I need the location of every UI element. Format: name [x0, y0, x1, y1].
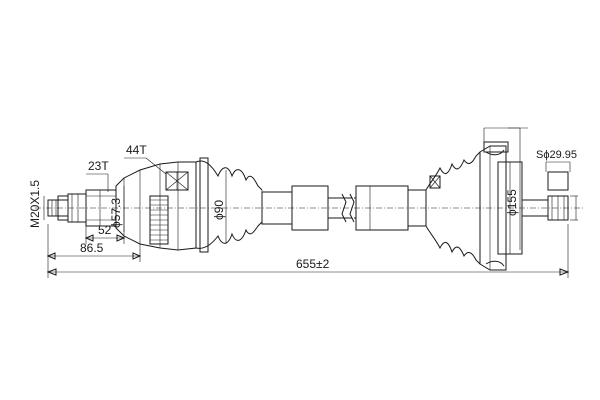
dim-52 — [84, 222, 126, 244]
inner-boot — [425, 151, 481, 265]
right-shaft — [354, 185, 427, 231]
label-stub-dia: Sϕ29.95 — [536, 149, 577, 161]
leader-23t — [86, 173, 109, 192]
label-52: 52 — [98, 223, 112, 237]
dim-flange-dia — [483, 127, 528, 250]
label-boot-dia: ϕ90 — [212, 200, 226, 220]
inner-stub — [521, 171, 569, 221]
label-thread: M20X1.5 — [28, 180, 42, 228]
label-joint-dia: ϕ57.3 — [109, 198, 123, 228]
outer-cv-joint — [115, 161, 197, 251]
abs-ring — [149, 195, 169, 245]
outer-boot — [195, 157, 263, 253]
dim-86 — [46, 244, 142, 262]
label-23t: 23T — [88, 159, 109, 173]
dim-stub-dia — [545, 161, 578, 221]
threaded-stub — [47, 193, 87, 223]
leader-44t — [124, 157, 167, 175]
label-44t: 44T — [126, 143, 147, 157]
label-86: 86.5 — [80, 241, 104, 255]
label-total: 655±2 — [296, 257, 330, 271]
left-shaft — [261, 185, 355, 231]
dim-total-length — [46, 224, 570, 278]
label-flange-dia: ϕ155 — [505, 189, 519, 216]
